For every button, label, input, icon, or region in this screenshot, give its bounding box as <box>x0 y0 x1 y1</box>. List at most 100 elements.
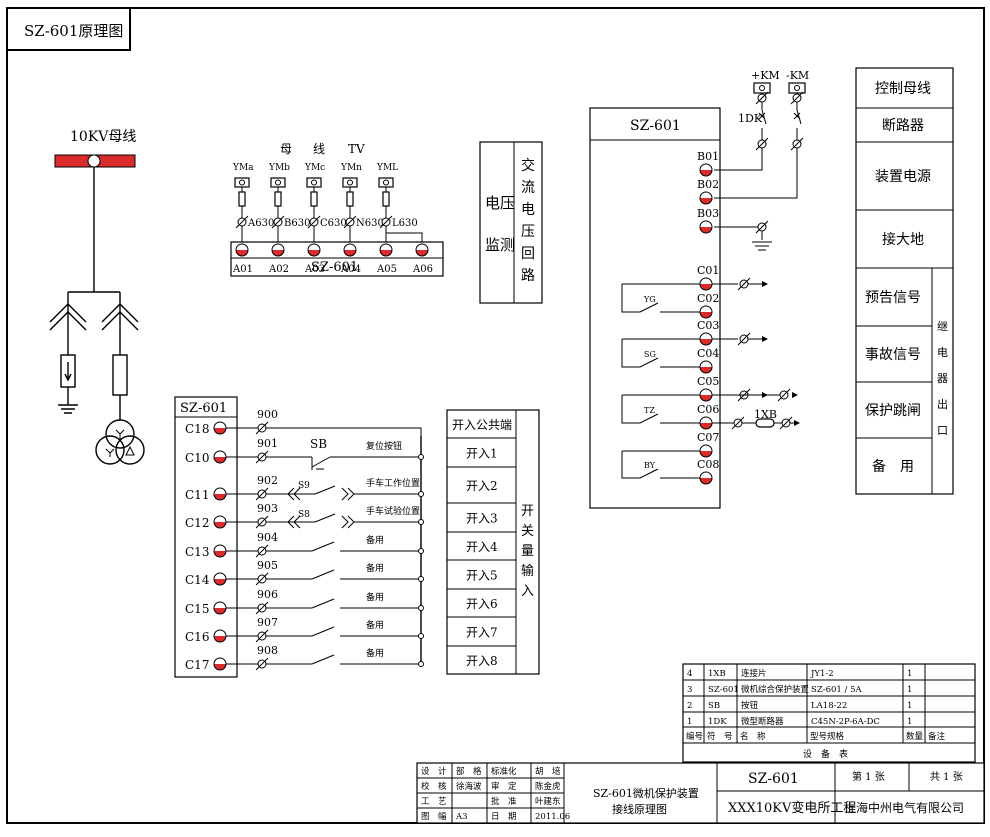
drawing-title-1: SZ-601微机保护装置 <box>593 786 699 800</box>
voltage-device-label: SZ-601 <box>311 260 358 275</box>
terminal-top <box>700 306 712 312</box>
switch-terminal-label: C16 <box>185 630 209 644</box>
terminal-top <box>700 192 712 198</box>
switch-terminal <box>213 601 227 615</box>
parts-cell: 1 <box>907 685 912 695</box>
terminal-bottom <box>700 312 712 318</box>
switch-terminal <box>213 572 227 586</box>
control-device-box <box>589 107 721 509</box>
switch-side-char: 开 <box>521 504 534 519</box>
test-slash <box>255 601 269 615</box>
switch-terminal <box>213 544 227 558</box>
input-table <box>446 409 540 675</box>
switch-description: 备用 <box>366 647 384 659</box>
c-terminal-label: C08 <box>697 458 719 471</box>
relay-contact <box>621 451 659 479</box>
title-cell: 陈金虎 <box>535 781 561 792</box>
wire-number: C630 <box>320 218 347 229</box>
voltage-monitor-line2: 监测 <box>485 236 515 254</box>
input-terminal-dot <box>239 179 245 186</box>
terminal-top <box>700 221 712 227</box>
parts-header: 数量 <box>906 731 924 742</box>
output-test-point <box>737 277 751 291</box>
c-terminal <box>699 416 713 430</box>
b-terminal-label: B02 <box>697 178 719 191</box>
switch-terminal-label: C11 <box>185 488 209 502</box>
terminal-bottom <box>214 457 226 463</box>
wire-number: 908 <box>257 644 278 657</box>
wire-number: 903 <box>257 502 278 515</box>
terminal-top <box>700 417 712 423</box>
tv-label: TV <box>348 142 365 156</box>
wire-number: N630 <box>356 218 384 229</box>
test-slash <box>790 91 804 105</box>
minus-km-label: -KM <box>786 69 809 82</box>
wire-number: B630 <box>284 218 310 229</box>
wire-number: 901 <box>257 437 278 450</box>
ac-circuit-char: 回 <box>521 246 535 262</box>
switch-description: 备用 <box>366 591 384 603</box>
c-terminal-label: C03 <box>697 319 719 332</box>
switch-terminal-label: C14 <box>185 573 210 587</box>
input-terminal-dot <box>383 179 389 186</box>
parts-cell: SZ-601 <box>708 685 739 695</box>
test-slash <box>255 515 269 529</box>
switch-terminal-label: C17 <box>185 658 209 672</box>
terminal-bottom <box>344 250 356 256</box>
terminal-label: A04 <box>340 264 361 275</box>
test-terminal <box>777 388 791 402</box>
parts-header: 型号规格 <box>810 731 845 742</box>
parts-cell: 连接片 <box>741 668 767 679</box>
terminal-outline <box>699 163 713 177</box>
xb-label: 1XB <box>754 408 777 421</box>
wire-number: 906 <box>257 588 278 601</box>
terminal-bottom <box>214 664 226 670</box>
dk-contact <box>796 102 802 140</box>
model-number: SZ-601 <box>748 771 799 787</box>
b-terminal <box>699 163 713 177</box>
plus-km-label: +KM <box>751 69 780 82</box>
parts-cell: 1 <box>907 701 912 711</box>
fuse <box>382 191 390 207</box>
km-terminal <box>753 82 771 94</box>
terminal-bottom <box>214 579 226 585</box>
voltage-terminal-strip <box>230 241 444 277</box>
test-terminal <box>255 450 269 464</box>
switch-side-char: 量 <box>521 544 534 559</box>
wire-test-point <box>307 215 321 229</box>
fuse <box>238 191 246 207</box>
test-slash <box>755 220 769 234</box>
terminal-top <box>700 164 712 170</box>
terminal-bottom <box>700 170 712 176</box>
right-label: 装置电源 <box>875 169 931 185</box>
test-slash <box>255 544 269 558</box>
title-cell: 校 核 <box>421 781 447 792</box>
switch-input-label: 开入5 <box>466 569 498 583</box>
voltage-input-label: YMb <box>268 163 290 173</box>
test-slash <box>255 657 269 671</box>
test-slash <box>343 215 357 229</box>
ac-circuit-char: 压 <box>521 224 535 240</box>
title-cell: 徐海波 <box>456 781 482 792</box>
terminal-bottom <box>236 250 248 256</box>
junction <box>418 491 424 497</box>
switch-input-label: 开入公共端 <box>452 418 512 432</box>
voltage-input-label: YML <box>376 163 398 173</box>
contact-label: YG <box>643 295 656 304</box>
terminal-top <box>416 244 428 250</box>
bus-group-label-2: 线 <box>313 142 325 156</box>
b-terminal-label: B01 <box>697 150 719 163</box>
switch-side-char: 入 <box>521 584 534 599</box>
parts-header: 名 称 <box>740 731 766 742</box>
relay-contact <box>621 339 659 368</box>
parts-caption: 设 备 表 <box>803 748 848 760</box>
parts-cell: SB <box>708 701 720 711</box>
switch-side-char: 关 <box>521 524 534 539</box>
title-cell: 部 格 <box>456 766 482 777</box>
spare-contact <box>300 626 421 637</box>
voltage-wire <box>386 232 423 242</box>
dk-label: 1DK <box>738 112 763 125</box>
